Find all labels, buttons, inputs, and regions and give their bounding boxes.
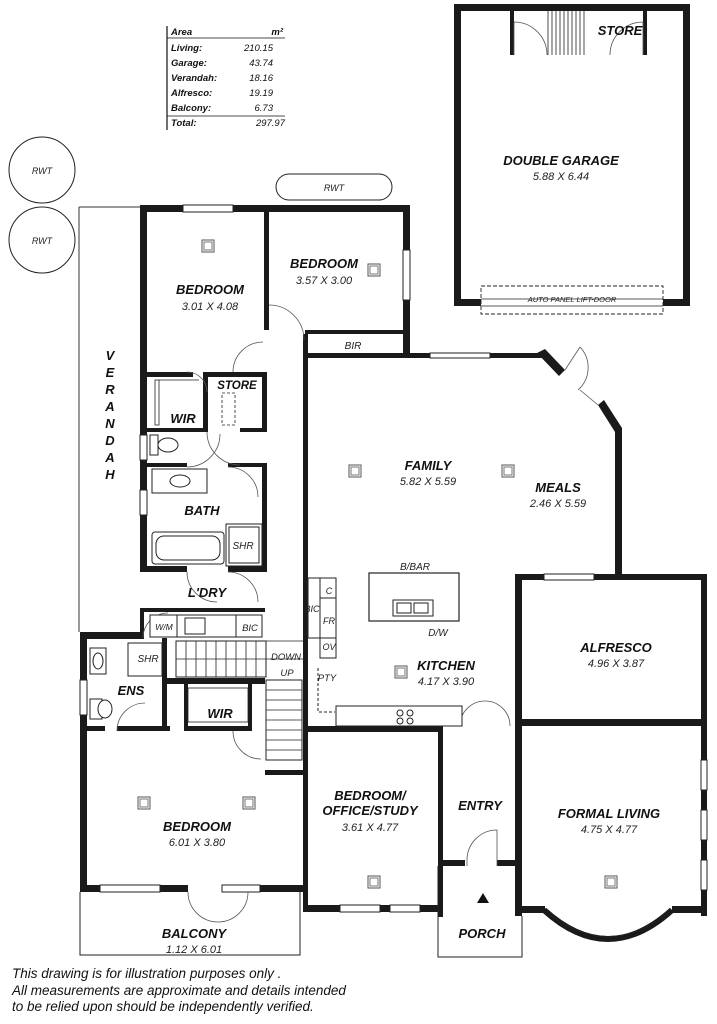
room-name: FAMILY: [405, 458, 453, 473]
pty-label: PTY: [318, 673, 337, 684]
svg-text:A: A: [104, 399, 114, 414]
room-dims: 4.75 X 4.77: [581, 824, 638, 836]
shr-label: SHR: [137, 654, 158, 665]
wm-label: W/M: [155, 622, 173, 632]
area-label: Alfresco:: [170, 88, 212, 99]
bir-label: BIR: [345, 341, 362, 352]
fixtures: [79, 379, 523, 958]
area-value: 43.74: [249, 58, 273, 69]
dw-label: D/W: [428, 628, 449, 639]
light-fittings: [137, 239, 618, 889]
rwt-label: RWT: [32, 236, 54, 246]
garage-door-label: AUTO PANEL LIFT-DOOR: [527, 295, 617, 304]
area-label: Living:: [171, 43, 202, 54]
ov-label: OV: [322, 642, 336, 652]
room-name: PORCH: [459, 926, 507, 941]
bic-label: BIC: [242, 623, 258, 634]
garage: AUTO PANEL LIFT-DOOR STORE DOUBLE GARAGE…: [454, 4, 690, 315]
svg-text:N: N: [105, 416, 115, 431]
room-name: OFFICE/STUDY: [322, 803, 419, 818]
stairs-down-label: DOWN: [271, 652, 301, 663]
bic-label: BIC: [304, 604, 320, 614]
room-name: ENS: [118, 683, 145, 698]
wir-label: WIR: [170, 411, 196, 426]
area-label: Garage:: [171, 58, 207, 69]
c-label: C: [326, 586, 333, 596]
room-name: KITCHEN: [417, 658, 475, 673]
svg-text:H: H: [105, 467, 115, 482]
room-dims: 6.01 X 3.80: [169, 837, 226, 849]
windows: [79, 204, 708, 913]
room-dims: 3.57 X 3.00: [296, 275, 353, 287]
room-name: BEDROOM: [176, 282, 245, 297]
area-header-unit: m²: [271, 27, 283, 38]
room-dims: 4.17 X 3.90: [418, 676, 475, 688]
verandah: V E R A N D A H: [78, 206, 146, 632]
room-dims: 3.61 X 4.77: [342, 822, 399, 834]
fr-label: FR: [323, 616, 335, 626]
area-value: 18.16: [249, 73, 273, 84]
disclaimer: This drawing is for illustration purpose…: [12, 966, 432, 1016]
staircase: [175, 640, 303, 761]
area-total-label: Total:: [171, 118, 197, 129]
svg-text:E: E: [106, 365, 115, 380]
room-dims: 4.96 X 3.87: [588, 658, 645, 670]
svg-text:R: R: [105, 382, 115, 397]
garage-dims: 5.88 X 6.44: [533, 171, 589, 183]
room-name: BALCONY: [162, 926, 228, 941]
area-total-value: 297.97: [255, 118, 286, 129]
room-dims: 1.12 X 6.01: [166, 944, 222, 956]
room-labels: BEDROOM 3.01 X 4.08 BEDROOM 3.57 X 3.00 …: [118, 256, 661, 956]
rainwater-tanks: RWT RWT RWT: [8, 136, 393, 274]
room-name: BEDROOM: [163, 819, 232, 834]
area-value: 6.73: [255, 103, 274, 114]
store-label: STORE: [598, 23, 643, 38]
room-dims: 5.82 X 5.59: [400, 476, 456, 488]
rwt-label: RWT: [324, 183, 346, 193]
svg-text:D: D: [105, 433, 115, 448]
room-dims: 2.46 X 5.59: [529, 498, 586, 510]
bbar-label: B/BAR: [400, 562, 430, 573]
room-name: FORMAL LIVING: [558, 806, 660, 821]
disclaimer-line: This drawing is for illustration purpose…: [12, 966, 282, 981]
area-table: Area m² Living: 210.15 Garage: 43.74 Ver…: [166, 26, 286, 130]
room-name: L'DRY: [188, 585, 228, 600]
stairs-up-label: UP: [280, 668, 294, 679]
doors: [116, 304, 599, 923]
disclaimer-line: All measurements are approximate and det…: [12, 982, 346, 998]
area-value: 19.19: [249, 88, 273, 99]
svg-text:V: V: [106, 348, 116, 363]
room-name: BEDROOM/: [334, 788, 407, 803]
room-name: ALFRESCO: [579, 640, 652, 655]
room-name: ENTRY: [458, 798, 503, 813]
room-name: BEDROOM: [290, 256, 359, 271]
garage-name: DOUBLE GARAGE: [503, 153, 619, 168]
disclaimer-line: to be relied upon should be independentl…: [12, 999, 314, 1014]
area-value: 210.15: [243, 43, 274, 54]
area-label: Balcony:: [171, 103, 211, 114]
svg-text:A: A: [104, 450, 114, 465]
shr-label: SHR: [232, 541, 253, 552]
store-label: STORE: [217, 380, 257, 392]
room-name: MEALS: [535, 480, 581, 495]
area-header-label: Area: [170, 27, 192, 38]
area-label: Verandah:: [171, 73, 217, 84]
rwt-label: RWT: [32, 166, 54, 176]
room-name: BATH: [184, 503, 220, 518]
room-dims: 3.01 X 4.08: [182, 301, 239, 313]
store-shelving: [547, 11, 585, 55]
wir-label: WIR: [207, 706, 233, 721]
